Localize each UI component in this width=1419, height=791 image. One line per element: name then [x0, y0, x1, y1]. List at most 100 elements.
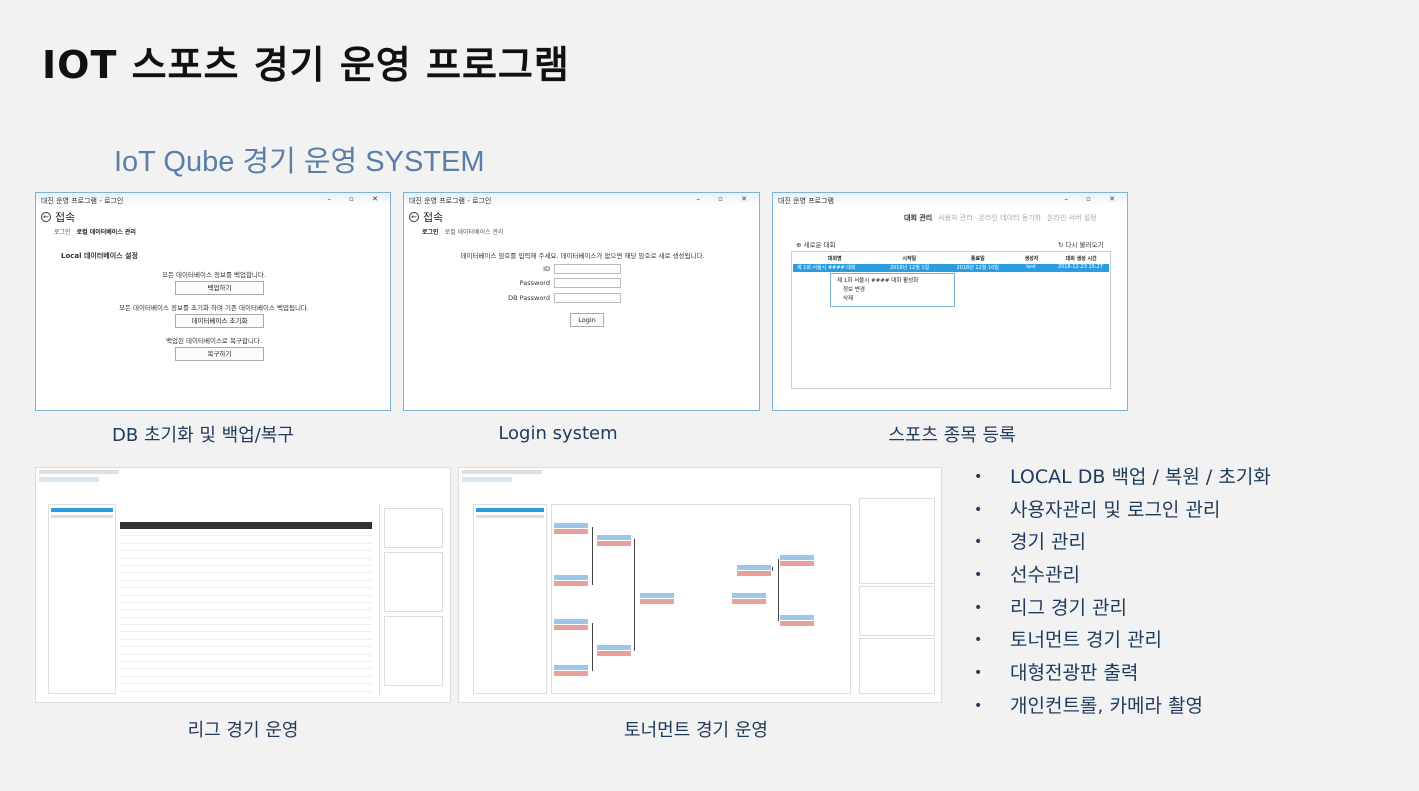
bracket-slot-bottom: [737, 571, 771, 576]
table-row: [120, 581, 372, 589]
table-row: [120, 655, 372, 663]
db-window-screenshot: 대진 운영 프로그램 - 로그인 – ▫ ✕ ← 접속 로그인 로컬 데이터베이…: [35, 192, 391, 411]
db-init-button[interactable]: 데이터베이스 초기화: [175, 314, 264, 328]
login-window-title: 대진 운영 프로그램 - 로그인: [409, 197, 492, 205]
table-row: [120, 596, 372, 603]
tab-server[interactable]: 온라인 서버 설정: [1047, 214, 1097, 222]
new-competition-label: 새로운 대회: [803, 241, 836, 249]
list-item: •LOCAL DB 백업 / 복원 / 초기화: [974, 466, 1271, 488]
db-breadcrumb: 로그인 로컬 데이터베이스 관리: [36, 227, 390, 236]
bullet-icon: •: [974, 665, 983, 682]
bracket-slot-top: [597, 645, 631, 650]
table-row: [120, 625, 372, 633]
backup-button[interactable]: 백업하기: [175, 281, 264, 295]
bracket-slot-bottom: [732, 599, 766, 604]
table-row: [120, 536, 372, 544]
bracket-slot-bottom: [780, 561, 814, 566]
menu-edit[interactable]: 정보 변경: [843, 287, 865, 293]
league-titlebar: [39, 470, 119, 474]
reload-button[interactable]: ↻ 다시 불러오기: [1058, 239, 1103, 249]
table-row: [120, 610, 372, 618]
slide-title: IOT 스포츠 경기 운영 프로그램: [42, 43, 570, 87]
table-row[interactable]: 제 1회 서울시 #### 대회 2018년 12월 1일 2018년 12월 …: [793, 264, 1109, 272]
bracket-slot-top: [640, 593, 674, 598]
back-icon[interactable]: ←: [41, 212, 51, 222]
db-window-titlebar: 대진 운영 프로그램 - 로그인 – ▫ ✕: [36, 193, 390, 207]
competition-table: 대회명 시작일 종료일 생성자 대회 생성 시간 제 1회 서울시 #### 대…: [791, 251, 1111, 389]
table-row: [120, 662, 372, 670]
bracket-slot-bottom: [554, 625, 588, 630]
feature-list: •LOCAL DB 백업 / 복원 / 초기화 •사용자관리 및 로그인 관리 …: [974, 462, 1271, 724]
sports-window-titlebar: 대진 운영 프로그램 – ▫ ✕: [773, 193, 1127, 207]
list-item: •사용자관리 및 로그인 관리: [974, 498, 1221, 521]
crumb-login[interactable]: 로그인: [54, 229, 71, 236]
db-password-label: DB Password: [508, 294, 550, 302]
bracket-slot-top: [732, 593, 766, 598]
table-row: [120, 640, 372, 648]
list-item: •선수관리: [974, 564, 1080, 587]
crumb-login[interactable]: 로그인: [422, 229, 439, 236]
tournament-sidebar: [473, 504, 547, 694]
tournament-side-panel: [857, 496, 937, 696]
login-instruction: 데이터베이스 암호를 입력해 주세요. 데이터베이스가 없으면 해당 암호로 새…: [460, 252, 705, 260]
login-heading: 접속: [423, 211, 444, 224]
table-row: [120, 618, 372, 626]
table-row: [120, 684, 372, 692]
password-input[interactable]: [554, 278, 621, 288]
league-window-screenshot: [35, 467, 451, 703]
bracket-slot-top: [737, 565, 771, 570]
bullet-icon: •: [974, 534, 983, 551]
window-controls[interactable]: – ▫ ✕: [1064, 195, 1123, 203]
bracket-slot-bottom: [554, 581, 588, 586]
db-window-title: 대진 운영 프로그램 - 로그인: [41, 197, 124, 205]
league-sidebar: [48, 504, 116, 694]
crumb-local-db[interactable]: 로컬 데이터베이스 관리: [444, 229, 504, 236]
bracket-slot-top: [554, 523, 588, 528]
bracket-line: [634, 539, 635, 651]
sports-window-title: 대진 운영 프로그램: [778, 197, 834, 205]
crumb-local-db[interactable]: 로컬 데이터베이스 관리: [76, 229, 136, 236]
list-item: •대형전광판 출력: [974, 662, 1139, 685]
tournament-window-screenshot: [458, 467, 942, 703]
caption-tournament: 토너먼트 경기 운영: [624, 720, 768, 741]
bracket-slot-bottom: [554, 671, 588, 676]
login-window-screenshot: 대진 운영 프로그램 - 로그인 – ▫ ✕ ← 접속 로그인 로컬 데이터베이…: [403, 192, 760, 411]
bracket-slot-bottom: [554, 529, 588, 534]
bracket-line: [778, 559, 779, 621]
restore-button[interactable]: 복구하기: [175, 347, 264, 361]
tab-sync[interactable]: 온라인 데이터 동기화: [978, 214, 1042, 222]
sports-window-screenshot: 대진 운영 프로그램 – ▫ ✕ 대회 관리 사용자 관리 온라인 데이터 동기…: [772, 192, 1128, 411]
backup-text: 모든 데이터베이스 정보를 백업합니다.: [162, 271, 266, 279]
tab-competition[interactable]: 대회 관리: [904, 214, 933, 222]
restore-text: 백업된 데이터베이스로 복구합니다.: [166, 337, 262, 345]
login-button[interactable]: Login: [570, 313, 604, 327]
bracket-line: [592, 623, 593, 671]
menu-delete[interactable]: 삭제: [843, 296, 854, 302]
id-input[interactable]: [554, 264, 621, 274]
table-row: [120, 529, 372, 537]
bullet-icon: •: [974, 697, 983, 714]
login-window-titlebar: 대진 운영 프로그램 - 로그인 – ▫ ✕: [404, 193, 759, 207]
context-menu: 제 1회 서울시 #### 대회 활성화 정보 변경 삭제: [830, 273, 955, 307]
table-row: [120, 566, 372, 574]
table-row: [120, 551, 372, 559]
col-created: 대회 생성 시간: [1065, 256, 1097, 262]
bracket-slot-top: [554, 665, 588, 670]
tab-users[interactable]: 사용자 관리: [938, 214, 973, 222]
db-password-input[interactable]: [554, 293, 621, 303]
back-icon[interactable]: ←: [409, 212, 419, 222]
caption-login: Login system: [498, 423, 618, 444]
table-row: [120, 559, 372, 566]
window-controls[interactable]: – ▫ ✕: [696, 195, 755, 203]
table-row: [120, 647, 372, 655]
table-header: 대회명 시작일 종료일 생성자 대회 생성 시간: [792, 252, 1110, 264]
reload-label: 다시 불러오기: [1065, 241, 1104, 249]
new-competition-button[interactable]: ⊕ 새로운 대회: [796, 239, 836, 249]
menu-activate[interactable]: 제 1회 서울시 #### 대회 활성화: [837, 278, 919, 284]
bracket-slot-bottom: [597, 541, 631, 546]
window-controls[interactable]: – ▫ ✕: [327, 195, 386, 203]
table-row: [120, 544, 372, 552]
bracket-line: [772, 567, 773, 571]
bracket-line: [592, 527, 593, 585]
init-text: 모든 데이터베이스 정보를 초기화 하며 기존 데이터베이스 백업됩니다.: [119, 304, 309, 312]
